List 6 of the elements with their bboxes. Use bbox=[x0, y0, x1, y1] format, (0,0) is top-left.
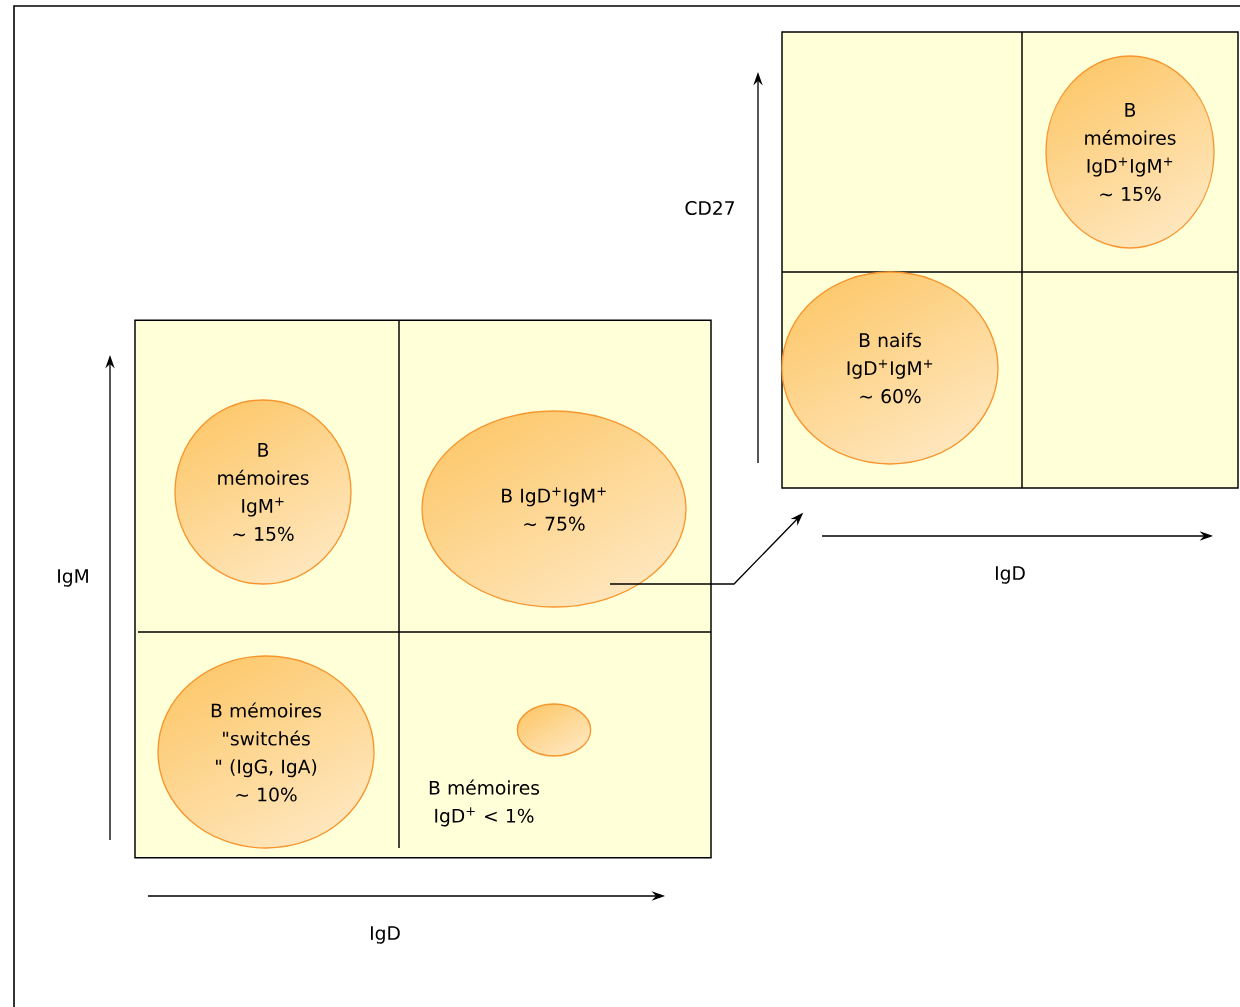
cell-population-ellipse bbox=[516, 703, 592, 757]
population-label: B mémoires IgD$^{+}$ < 1% bbox=[429, 779, 540, 827]
axis-label: IgD bbox=[996, 566, 1025, 584]
axis-label: IgD bbox=[371, 926, 400, 944]
axis-label: IgM bbox=[58, 569, 88, 587]
axis-label: CD27 bbox=[685, 200, 734, 216]
